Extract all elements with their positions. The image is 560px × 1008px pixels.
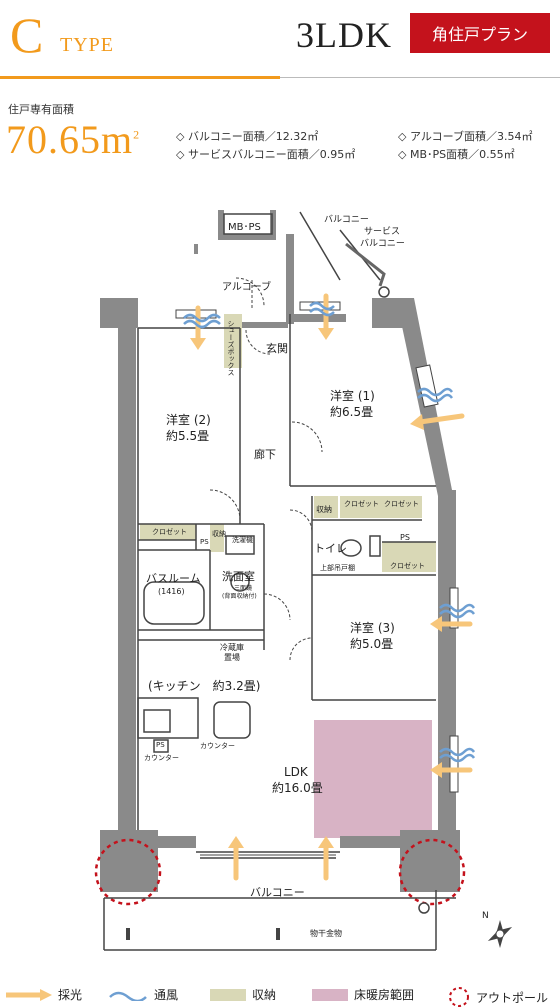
interior-lines <box>103 211 456 951</box>
wind-waves <box>183 301 476 763</box>
label-ps-kitchen: PS <box>156 741 165 749</box>
label-room1-size: 約6.5畳 <box>330 404 373 419</box>
outpole-left <box>94 838 162 906</box>
north-compass: N <box>482 911 513 948</box>
legend-outpole-label: アウトポール <box>476 990 549 1005</box>
type-letter: C <box>10 7 44 63</box>
legend-wind: 通風 <box>108 986 178 1003</box>
type-word: TYPE <box>60 34 114 56</box>
header-rule-accent <box>0 76 280 79</box>
label-fridge2: 置場 <box>224 652 240 662</box>
label-ps-wash: PS <box>200 538 209 546</box>
spec-balcony: ◇ バルコニー面積／12.32㎡ <box>176 130 319 143</box>
label-washer: 洗濯機 <box>232 535 253 544</box>
outpole-icon <box>449 987 469 1007</box>
drain-bottom <box>418 902 430 914</box>
legend-outpole: アウトポール <box>448 986 548 1008</box>
spec-mbps: ◇ MB･PS面積／0.55㎡ <box>398 148 515 161</box>
label-service2: バルコニー <box>360 238 405 249</box>
legend-storage-label: 収納 <box>252 988 277 1002</box>
layout-title: 3LDK <box>296 15 392 55</box>
legend-heating-label: 床暖房範囲 <box>354 988 415 1002</box>
legend: 採光 通風 収納 床暖房範囲 アウトポール <box>0 980 560 1007</box>
label-balcony-top: バルコニー <box>324 214 369 225</box>
light-arrows <box>195 293 473 881</box>
label-mirror: 三面鏡 <box>234 584 252 592</box>
label-clothes-rack: 物干金物 <box>310 928 342 938</box>
light-icon <box>6 988 52 1001</box>
legend-heating: 床暖房範囲 <box>312 986 414 1003</box>
drain-top <box>378 286 390 298</box>
label-mbps: MB･PS <box>228 222 261 233</box>
storage-hall-fill <box>314 496 338 518</box>
spec-alcove: ◇ アルコーブ面積／3.54㎡ <box>398 130 533 143</box>
label-toilet: トイレ <box>314 542 347 555</box>
floor-plan: N MB･PS バルコニー サービス バルコニー アルコーブ シューズボックス … <box>0 190 560 980</box>
label-room1-name: 洋室 (1) <box>330 388 375 403</box>
label-room2-name: 洋室 (2) <box>166 412 211 427</box>
label-wash-storage: 収納 <box>212 529 226 538</box>
legend-wind-label: 通風 <box>154 988 179 1002</box>
area-number: 70.65 <box>6 117 101 162</box>
door-swings <box>209 277 323 661</box>
legend-light-label: 採光 <box>58 988 83 1002</box>
clothes-rack-pins <box>126 928 280 940</box>
label-balcony: バルコニー <box>250 886 305 899</box>
label-counter: カウンター <box>200 741 235 750</box>
closet3-fill <box>382 542 436 572</box>
label-mirror2: (背面収納付) <box>222 592 257 600</box>
closet1-fill <box>340 496 422 518</box>
wash-storage-fill <box>210 524 224 552</box>
area-unit-sup: 2 <box>133 127 141 142</box>
legend-storage: 収納 <box>210 986 276 1003</box>
storage-swatch <box>210 988 246 1001</box>
label-alcove: アルコーブ <box>222 280 271 293</box>
floor-heating-area <box>314 720 432 838</box>
label-room2-size: 約5.5畳 <box>166 428 209 443</box>
label-closet3: クロゼット <box>390 561 425 570</box>
header: C TYPE 3LDK 角住戸プラン <box>0 0 560 80</box>
area-label: 住戸専有面積 <box>8 103 74 116</box>
label-ldk: LDK <box>284 765 309 779</box>
label-shoebox: シューズボックス <box>227 320 235 376</box>
label-ldk-size: 約16.0畳 <box>272 780 323 795</box>
label-room3-size: 約5.0畳 <box>350 636 393 651</box>
label-service: サービス <box>364 226 400 237</box>
wind-icon <box>109 991 147 1001</box>
spec-service-balcony: ◇ サービスバルコニー面積／0.95㎡ <box>176 148 356 161</box>
label-counter2: カウンター <box>144 753 179 762</box>
header-rule <box>280 77 560 78</box>
plan-badge: 角住戸プラン <box>410 13 550 53</box>
compass-n: N <box>482 911 489 921</box>
area-value: 70.65m2 <box>6 116 140 163</box>
closet2-fill <box>140 524 196 540</box>
floor-plan-svg: N MB･PS バルコニー サービス バルコニー アルコーブ シューズボックス … <box>94 210 513 951</box>
label-closet2: クロゼット <box>152 527 187 536</box>
label-closet1b: クロゼット <box>384 499 419 508</box>
label-washroom: 洗面室 <box>222 569 255 583</box>
service-balcony-rail <box>345 242 386 287</box>
label-closet1a: クロゼット <box>344 499 379 508</box>
outpole-right <box>398 838 466 906</box>
label-storage-hall: 収納 <box>316 504 332 514</box>
light-arrow-heads <box>190 328 442 848</box>
label-upper-cabinet: 上部吊戸棚 <box>320 563 355 572</box>
label-bath-size: (1416) <box>158 587 185 596</box>
legend-light: 採光 <box>6 986 82 1003</box>
label-fridge: 冷蔵庫 <box>220 642 244 652</box>
label-hall: 廊下 <box>254 447 276 461</box>
label-ps-toilet: PS <box>400 533 410 542</box>
label-room3-name: 洋室 (3) <box>350 620 395 635</box>
heating-swatch <box>312 988 348 1001</box>
label-bath: バスルーム <box>146 572 201 585</box>
area-unit: m <box>101 117 134 162</box>
label-entrance: 玄関 <box>266 341 288 355</box>
label-kitchen: (キッチン 約3.2畳) <box>148 678 260 693</box>
